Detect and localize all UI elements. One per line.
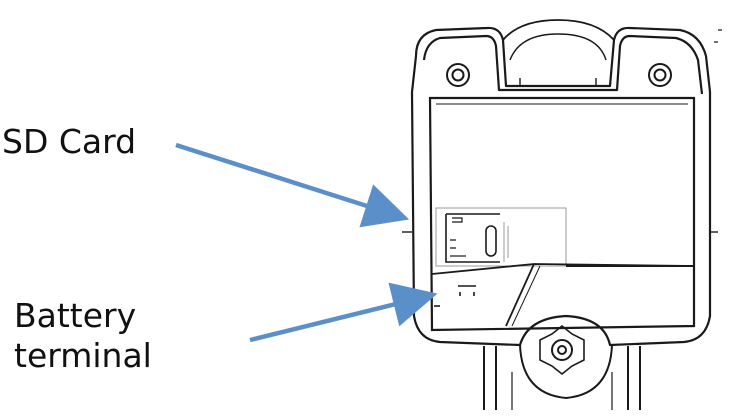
sd-card-arrow-icon bbox=[175, 142, 410, 228]
sd-card-label: SD Card bbox=[2, 122, 137, 161]
board-cover bbox=[431, 263, 695, 327]
sd-card-slot bbox=[435, 207, 694, 267]
bottom-mount-icon bbox=[519, 324, 613, 400]
board-window bbox=[402, 96, 718, 332]
battery-terminal-label-line1: Battery bbox=[14, 296, 137, 335]
device-enclosure-icon bbox=[410, 19, 722, 347]
battery-terminal-icon bbox=[434, 285, 476, 307]
mounting-hole-icon bbox=[446, 63, 672, 87]
battery-terminal-arrow-icon bbox=[249, 282, 438, 343]
device-legs bbox=[483, 346, 641, 410]
battery-terminal-label: Battery terminal bbox=[14, 296, 152, 376]
battery-terminal-label-line2: terminal bbox=[14, 336, 152, 375]
